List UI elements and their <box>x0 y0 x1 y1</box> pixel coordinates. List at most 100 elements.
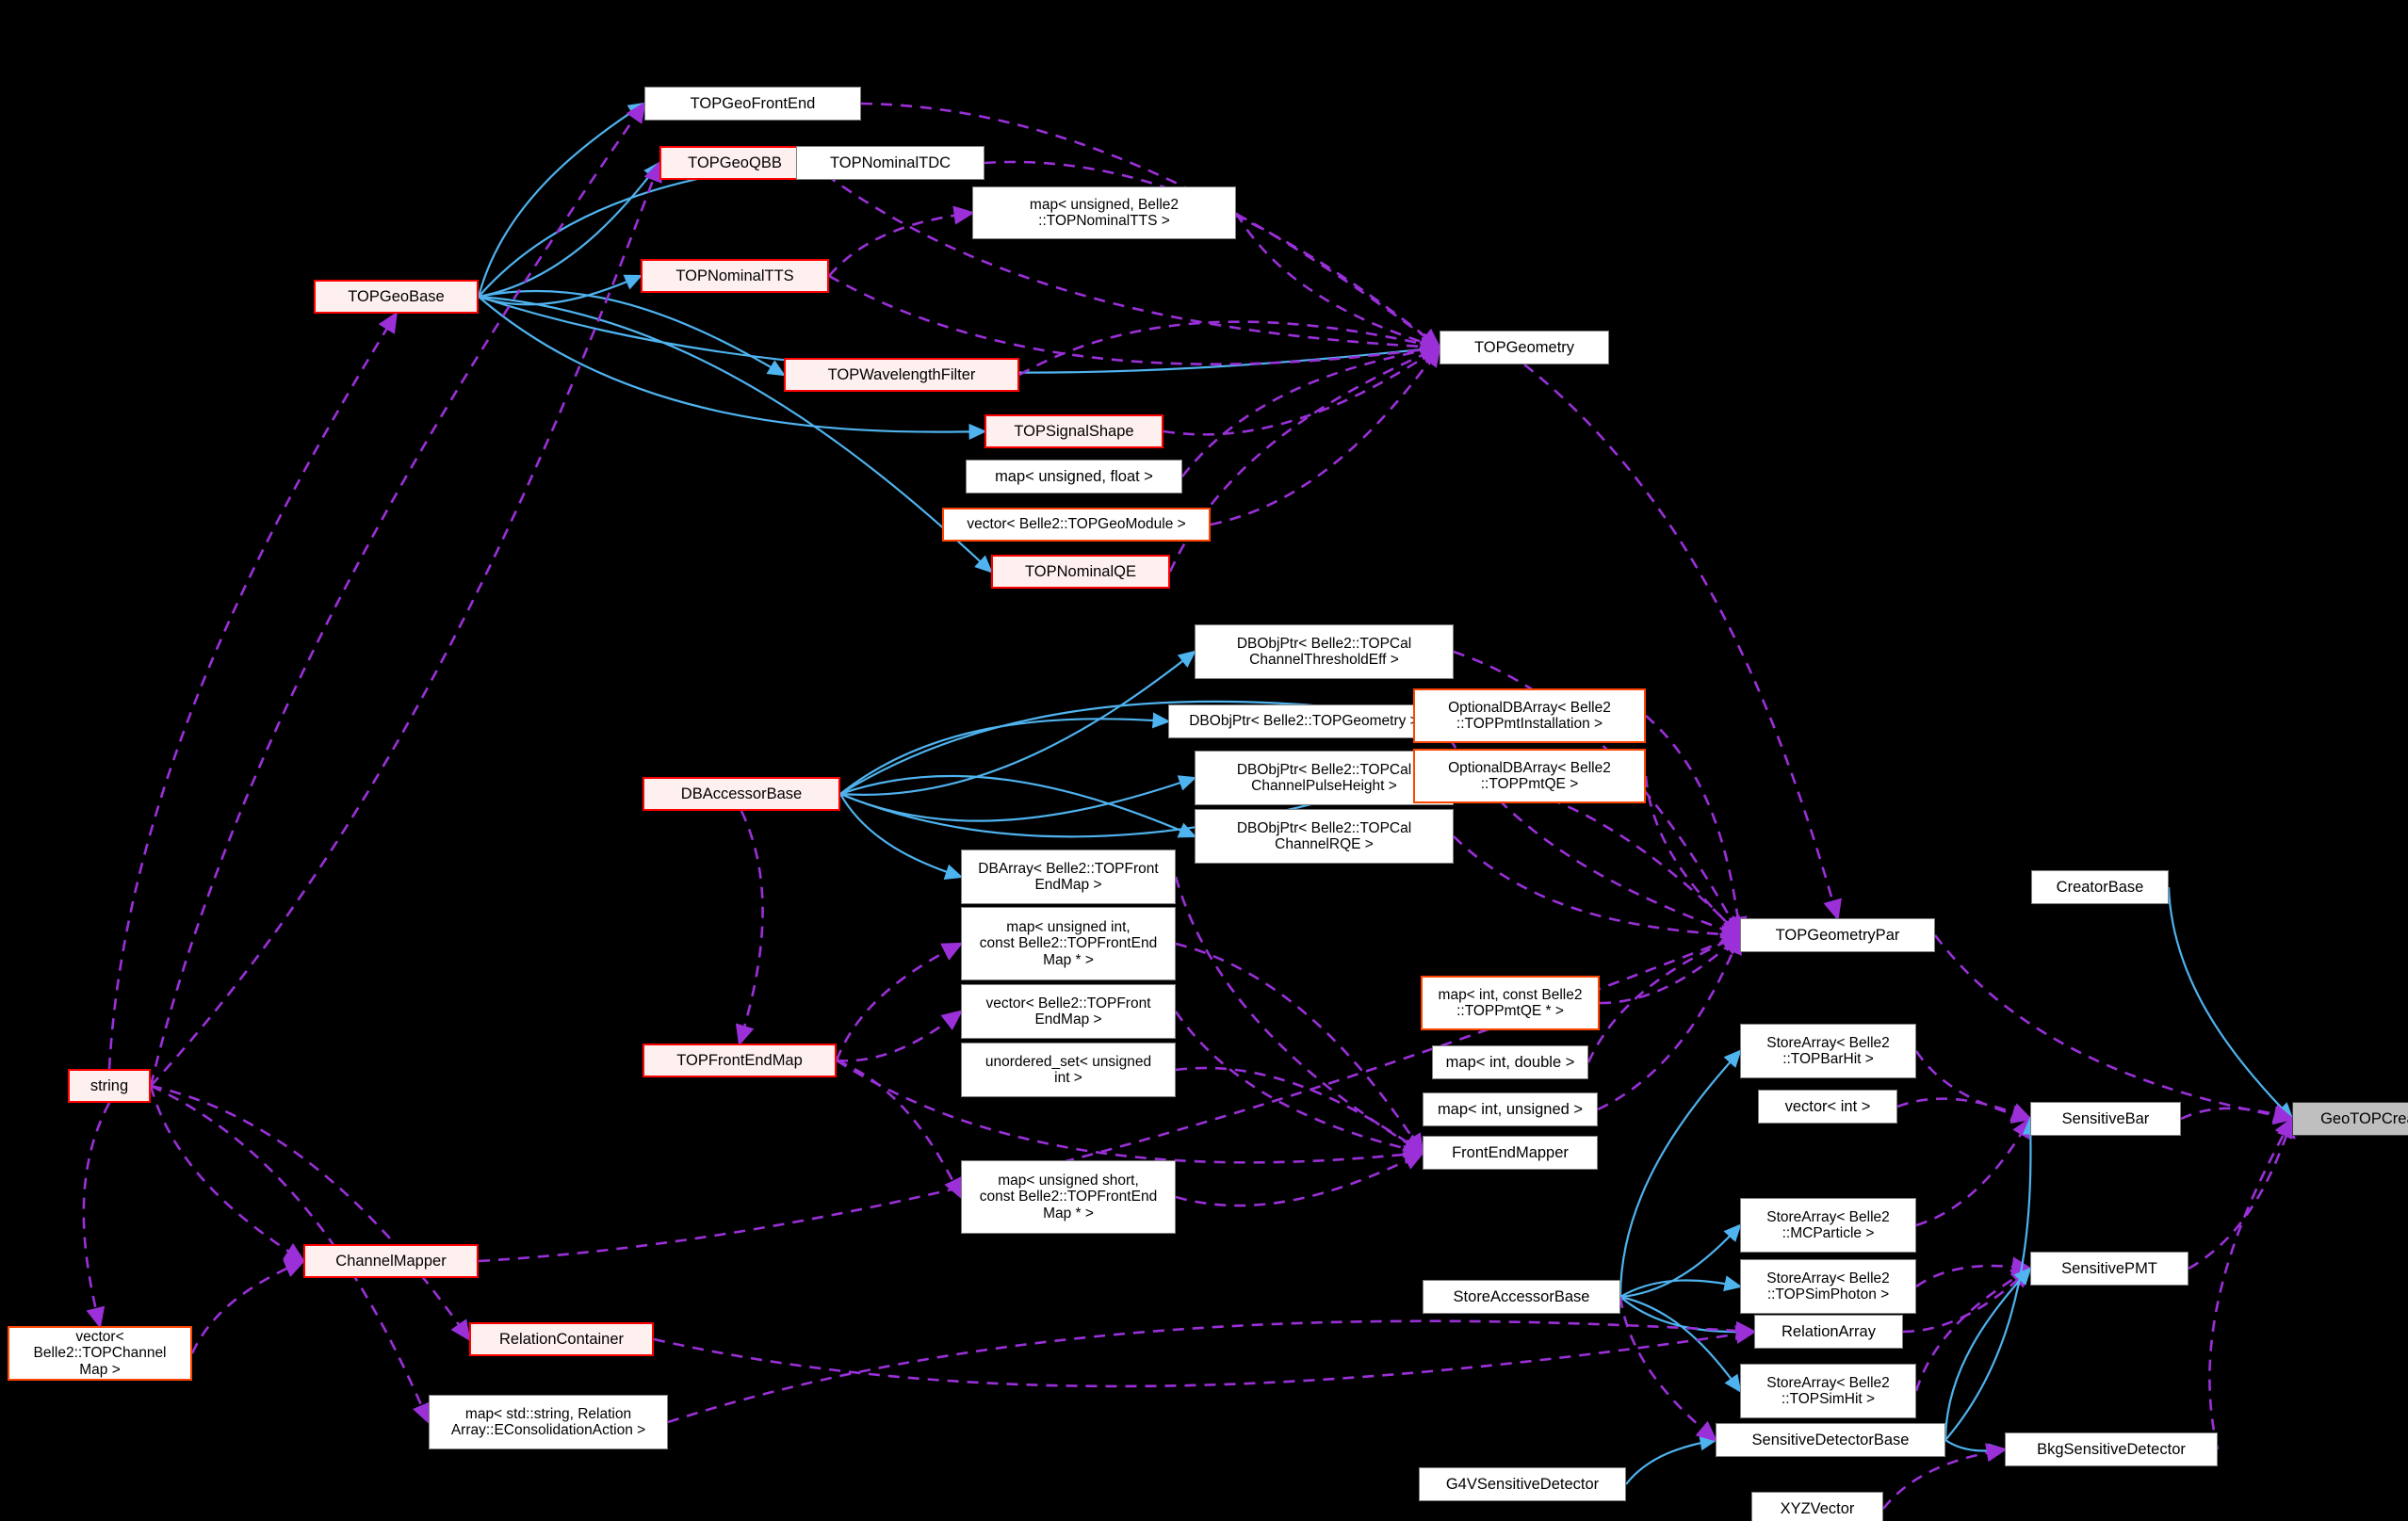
edge-mapintpmtqe-to-topgeometrypar <box>1599 933 1743 1005</box>
edge-topgeometry-to-topgeometrypar <box>1523 363 1842 921</box>
edge-vectorgeomodule-to-topgeometry <box>1210 345 1441 526</box>
class-node-mapuintfrontend[interactable]: map< unsigned int, const Belle2::TOPFron… <box>961 907 1176 980</box>
edge-mapushortfrontend-to-frontendmapper <box>1175 1151 1425 1207</box>
class-node-topgeofrontend[interactable]: TOPGeoFrontEnd <box>644 87 861 121</box>
class-node-relationarray[interactable]: RelationArray <box>1754 1315 1903 1349</box>
class-node-bkgsensitivedet[interactable]: BkgSensitiveDetector <box>2005 1432 2218 1466</box>
edge-topfrontendmap-to-vectorfrontendmap <box>836 1010 964 1062</box>
edge-topgeobase-to-topwavelengthfilter <box>478 289 787 377</box>
edge-string-to-topgeofrontend <box>149 101 646 1087</box>
class-node-storeaccessorbase[interactable]: StoreAccessorBase <box>1423 1280 1620 1314</box>
class-node-g4sensitivedet[interactable]: G4VSensitiveDetector <box>1419 1467 1626 1501</box>
class-node-vectorchannelmap[interactable]: vector< Belle2::TOPChannel Map > <box>8 1326 192 1381</box>
class-node-channelmapper[interactable]: ChannelMapper <box>303 1244 479 1278</box>
edge-sensitivedetbase-to-sensitivebar <box>1944 1116 2040 1441</box>
class-node-storearraysimhit[interactable]: StoreArray< Belle2 ::TOPSimHit > <box>1740 1364 1916 1418</box>
class-node-vectorgeomodule[interactable]: vector< Belle2::TOPGeoModule > <box>942 508 1211 542</box>
class-node-relationcontainer[interactable]: RelationContainer <box>469 1322 654 1356</box>
class-node-topsignalshape[interactable]: TOPSignalShape <box>984 414 1163 448</box>
class-node-dbaccessorbase[interactable]: DBAccessorBase <box>643 777 840 811</box>
class-node-vectorfrontendmap[interactable]: vector< Belle2::TOPFront EndMap > <box>961 984 1176 1039</box>
class-node-topgeometry[interactable]: TOPGeometry <box>1440 331 1609 364</box>
class-node-mapstringrelation[interactable]: map< std::string, Relation Array::EConso… <box>429 1395 668 1449</box>
class-node-vectorint[interactable]: vector< int > <box>1758 1090 1897 1124</box>
edge-topgeometrypar-to-geotopcreator <box>1933 934 2295 1125</box>
edge-storearraysimphoton-to-sensitivepmt <box>1915 1256 2033 1288</box>
class-node-unorderedsetuint[interactable]: unordered_set< unsigned int > <box>961 1043 1176 1097</box>
edge-dbaccessorbase-to-dbobjpulseheight <box>839 775 1197 822</box>
edge-topgeobase-to-topgeoqbb <box>478 161 661 299</box>
class-node-topfrontendmap[interactable]: TOPFrontEndMap <box>643 1044 837 1077</box>
class-node-geotopcreator[interactable]: GeoTOPCreator <box>2292 1102 2408 1136</box>
class-node-mapunsignedtts[interactable]: map< unsigned, Belle2 ::TOPNominalTTS > <box>972 186 1236 239</box>
class-node-mapushortfrontend[interactable]: map< unsigned short, const Belle2::TOPFr… <box>961 1160 1176 1234</box>
edge-sensitivedetbase-to-bkgsensitivedet <box>1944 1439 2008 1460</box>
class-node-string[interactable]: string <box>68 1069 151 1103</box>
edge-topgeobase-to-topnominalqe <box>478 295 993 574</box>
edge-dbaccessorbase-to-dbarrayfrontend <box>839 793 964 881</box>
edge-mapunsignedfloat-to-topgeometry <box>1180 341 1442 477</box>
edge-topgeobase-to-topgeofrontend <box>477 102 647 298</box>
edge-string-to-channelmapper <box>149 1085 306 1263</box>
edge-dbarrayfrontend-to-frontendmapper <box>1174 876 1425 1155</box>
class-node-sensitivedetbase[interactable]: SensitiveDetectorBase <box>1716 1423 1945 1457</box>
class-node-storearraymcpart[interactable]: StoreArray< Belle2 ::MCParticle > <box>1740 1198 1916 1253</box>
edge-creatorbase-to-geotopcreator <box>2167 886 2294 1121</box>
edge-string-to-vectorchannelmap <box>82 1102 111 1329</box>
edge-bkgsensitivedet-to-geotopcreator <box>2208 1116 2294 1450</box>
class-node-storearraysimphoton[interactable]: StoreArray< Belle2 ::TOPSimPhoton > <box>1740 1259 1916 1314</box>
edge-mapuintfrontend-to-frontendmapper <box>1175 942 1424 1156</box>
edge-topnominaltts-to-mapunsignedtts <box>828 205 975 277</box>
edge-sensitivebar-to-geotopcreator <box>2180 1104 2295 1124</box>
class-node-dbobjthresholdeff[interactable]: DBObjPtr< Belle2::TOPCal ChannelThreshol… <box>1195 624 1454 679</box>
edge-topfrontendmap-to-mapushortfrontend <box>836 1059 963 1200</box>
class-node-dbarrayfrontend[interactable]: DBArray< Belle2::TOPFront EndMap > <box>961 849 1176 904</box>
edge-storearraysimhit-to-sensitivepmt <box>1914 1267 2033 1392</box>
class-node-frontendmapper[interactable]: FrontEndMapper <box>1423 1136 1598 1170</box>
edge-sensitivepmt-to-geotopcreator <box>2188 1116 2296 1270</box>
edge-dbaccessorbase-to-dbobjtopgeometry <box>839 712 1171 795</box>
edge-dbaccessorbase-to-dbobjthresholdeff <box>839 650 1196 796</box>
edge-topsignalshape-to-topgeometry <box>1163 346 1442 436</box>
edge-string-to-topgeobase <box>107 311 399 1070</box>
edge-dbaccessorbase-to-dbobjrqe <box>839 774 1197 838</box>
class-node-sensitivepmt[interactable]: SensitivePMT <box>2030 1252 2188 1286</box>
class-node-topnominaltdc[interactable]: TOPNominalTDC <box>796 146 984 180</box>
class-node-dbobjrqe[interactable]: DBObjPtr< Belle2::TOPCal ChannelRQE > <box>1195 809 1454 864</box>
edge-storeaccessorbase-to-storearraybarhit <box>1619 1049 1742 1298</box>
class-node-creatorbase[interactable]: CreatorBase <box>2031 870 2169 904</box>
edge-vectorint-to-sensitivebar <box>1896 1097 2033 1122</box>
class-node-topgeobase[interactable]: TOPGeoBase <box>314 280 479 314</box>
edge-storeaccessorbase-to-sensitivedetbase <box>1619 1296 1718 1442</box>
class-node-mapintunsigned[interactable]: map< int, unsigned > <box>1423 1092 1598 1126</box>
edge-storearraybarhit-to-sensitivebar <box>1914 1050 2033 1124</box>
class-node-topwavelengthfilter[interactable]: TOPWavelengthFilter <box>784 358 1019 392</box>
edge-mapunsignedtts-to-topgeometry <box>1234 212 1442 351</box>
edge-optdbpmtinstall-to-topgeometrypar <box>1645 715 1748 938</box>
edge-storearraymcpart-to-sensitivebar <box>1915 1116 2032 1227</box>
edge-topnominaltts-to-topgeometry <box>828 274 1442 366</box>
class-node-storearraybarhit[interactable]: StoreArray< Belle2 ::TOPBarHit > <box>1740 1024 1916 1078</box>
class-node-mapintpmtqe[interactable]: map< int, const Belle2 ::TOPPmtQE * > <box>1421 976 1600 1030</box>
edge-storeaccessorbase-to-storearraymcpart <box>1619 1223 1742 1299</box>
class-node-optdbpmtqe[interactable]: OptionalDBArray< Belle2 ::TOPPmtQE > <box>1413 749 1646 803</box>
edge-topwavelengthfilter-to-topgeometry <box>1018 320 1442 377</box>
edge-string-to-relationcontainer <box>150 1084 471 1342</box>
class-node-mapintdouble[interactable]: map< int, double > <box>1432 1045 1588 1079</box>
class-node-mapunsignedfloat[interactable]: map< unsigned, float > <box>966 460 1182 494</box>
class-node-topgeoqbb[interactable]: TOPGeoQBB <box>659 146 810 180</box>
edge-mapintunsigned-to-topgeometrypar <box>1597 932 1742 1111</box>
class-node-topnominalqe[interactable]: TOPNominalQE <box>991 555 1170 589</box>
class-node-topnominaltts[interactable]: TOPNominalTTS <box>641 259 829 293</box>
class-node-xyzvector[interactable]: XYZVector <box>1751 1492 1883 1521</box>
class-node-sensitivebar[interactable]: SensitiveBar <box>2030 1102 2181 1136</box>
class-node-topgeometrypar[interactable]: TOPGeometryPar <box>1740 918 1935 952</box>
edge-unorderedsetuint-to-frontendmapper <box>1175 1066 1425 1155</box>
class-node-dbobjtopgeometry[interactable]: DBObjPtr< Belle2::TOPGeometry > <box>1168 704 1440 738</box>
edge-storeaccessorbase-to-storearraysimhit <box>1619 1295 1742 1393</box>
class-node-optdbpmtinstall[interactable]: OptionalDBArray< Belle2 ::TOPPmtInstalla… <box>1413 688 1646 743</box>
edge-xyzvector-to-bkgsensitivedet <box>1881 1443 2008 1510</box>
edge-topgeobase-to-topnominaltts <box>478 274 643 306</box>
edge-storeaccessorbase-to-relationarray <box>1619 1296 1757 1341</box>
